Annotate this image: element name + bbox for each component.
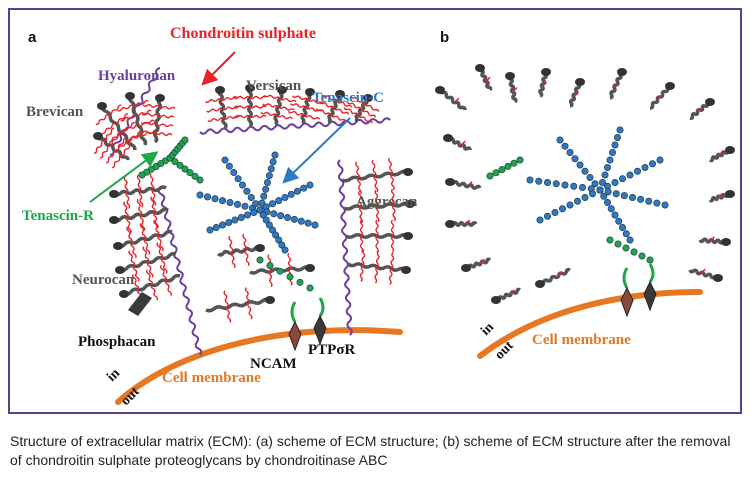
proteoglycan — [115, 242, 177, 282]
proteoglycan — [109, 173, 167, 209]
proteoglycan — [109, 196, 169, 234]
panel-b-ecm-after-chondroitinase: Cell membrane in out — [435, 64, 735, 363]
figure-frame: a b Chondroitin sulphate Hyaluronan Ver — [8, 8, 742, 414]
proteoglycan — [689, 98, 715, 120]
proteoglycan — [93, 127, 133, 169]
proteoglycan — [505, 72, 518, 104]
proteoglycan — [688, 268, 723, 282]
tenascin-arm — [596, 186, 634, 244]
cell-membrane-b — [477, 289, 703, 359]
label-hyaluronan: Hyaluronan — [98, 68, 176, 84]
tenascin-arm — [486, 156, 524, 180]
label-aggrecan: Aggrecan — [356, 194, 418, 210]
proteoglycan — [119, 264, 181, 306]
ecm-diagram: a b Chondroitin sulphate Hyaluronan Ver — [22, 25, 735, 409]
chondroitin-arrow — [201, 51, 236, 86]
panel-letter-b: b — [440, 29, 449, 46]
label-versican: Versican — [246, 78, 302, 94]
tenascin-arm — [166, 136, 189, 162]
proteoglycan — [346, 249, 411, 285]
proteoglycan — [609, 68, 627, 100]
tenascin-arm — [256, 256, 314, 292]
proteoglycan — [461, 257, 492, 272]
proteoglycan — [475, 64, 493, 91]
tenascin-arm — [606, 236, 654, 264]
label-brevican: Brevican — [26, 104, 84, 120]
hyaluronan-strand — [157, 187, 203, 356]
proteoglycan — [649, 82, 675, 110]
proteoglycan — [708, 190, 735, 203]
proteoglycan — [445, 178, 482, 190]
label-tenascin-c: Tenascin-C — [312, 90, 384, 106]
label-neurocan: Neurocan — [72, 272, 135, 288]
proteoglycan — [287, 88, 325, 125]
proteoglycan — [698, 236, 731, 246]
proteoglycan — [445, 219, 478, 228]
proteoglycan — [117, 92, 158, 146]
ptpsr-receptor — [313, 297, 327, 346]
proteoglycan — [139, 94, 176, 144]
tenascin-group-a — [138, 136, 319, 292]
proteoglycan — [343, 188, 415, 224]
proteoglycan — [260, 86, 297, 126]
proteoglycan — [345, 219, 413, 253]
proteoglycan — [491, 287, 521, 304]
label-cell-membrane-a: Cell membrane — [162, 370, 261, 386]
label-ptpsr: PTPσR — [308, 342, 355, 358]
proteoglycan — [204, 86, 241, 130]
phosphacan-head — [128, 292, 152, 316]
proteoglycan — [233, 84, 267, 128]
proteoglycan-group-a — [93, 84, 415, 323]
ptpsr-receptor-b — [643, 263, 657, 312]
proteoglycan — [435, 86, 467, 111]
proteoglycan — [95, 102, 142, 152]
proteoglycan — [205, 287, 275, 323]
label-in-b: in — [478, 320, 497, 339]
tenascin-arm — [596, 126, 624, 194]
hyaluronan-strand — [337, 159, 353, 336]
tenascin-arm — [206, 206, 264, 234]
hyaluronan-strand — [199, 117, 391, 135]
proteoglycan — [113, 219, 173, 259]
label-chondroitin-sulphate: Chondroitin sulphate — [170, 25, 316, 42]
proteoglycan-group-b — [435, 64, 735, 304]
proteoglycan — [443, 134, 472, 151]
proteoglycan — [315, 90, 353, 124]
tenascin-c-arrow — [282, 117, 351, 184]
ncam-receptor-b — [620, 267, 634, 318]
panel-letter-a: a — [28, 29, 37, 46]
tenascin-arm — [596, 156, 664, 194]
label-ncam: NCAM — [250, 356, 297, 372]
tenascin-arm — [536, 186, 604, 224]
label-cell-membrane-b: Cell membrane — [532, 332, 631, 348]
panel-a-ecm-structure: Chondroitin sulphate Hyaluronan Versican… — [22, 25, 418, 409]
label-tenascin-r: Tenascin-R — [22, 208, 94, 224]
proteoglycan — [709, 146, 735, 163]
tenascin-r-arrow — [89, 151, 159, 203]
label-in-a: in — [104, 366, 123, 385]
figure-caption: Structure of extracellular matrix (ECM):… — [10, 433, 731, 468]
proteoglycan — [535, 267, 571, 288]
proteoglycan — [568, 78, 585, 108]
proteoglycan — [216, 233, 265, 269]
proteoglycan — [341, 157, 413, 195]
label-phosphacan: Phosphacan — [78, 334, 156, 350]
tenascin-arm — [256, 206, 289, 254]
ncam-receptor — [288, 301, 302, 352]
proteoglycan — [343, 94, 380, 124]
proteoglycan — [538, 68, 551, 98]
